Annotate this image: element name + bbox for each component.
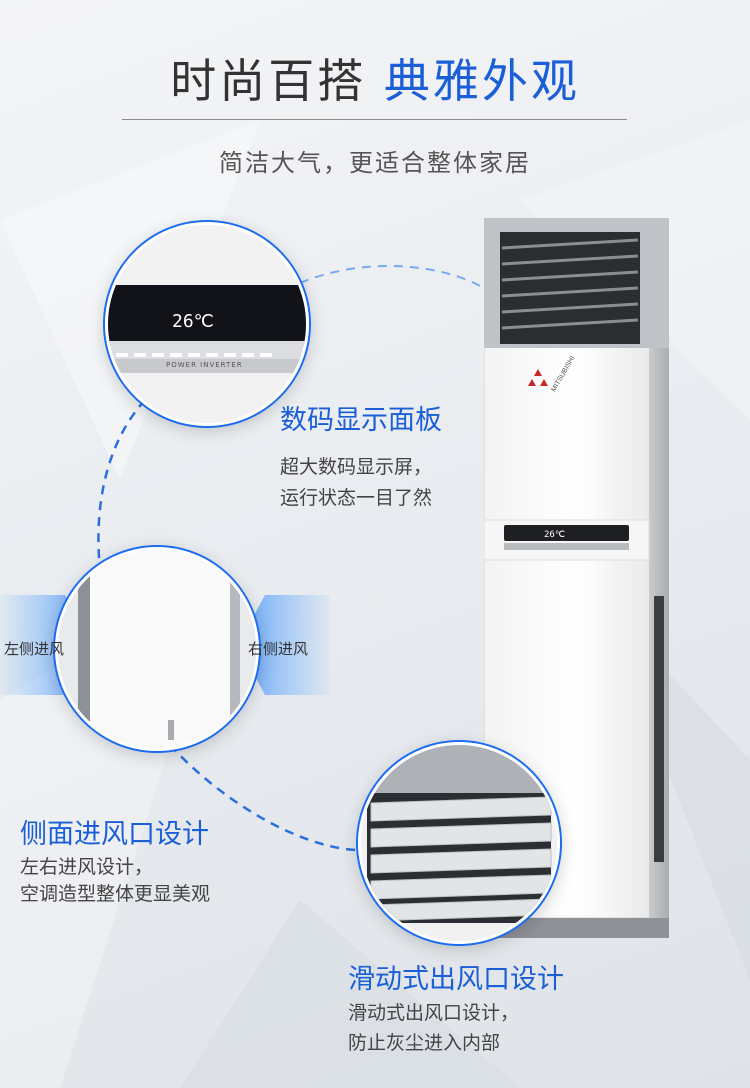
feature-sliding-outlet-desc-1: 滑动式出风口设计，: [348, 1002, 520, 1024]
display-panel-illustration: [108, 225, 306, 423]
feature-side-intake-desc-1: 左右进风设计，: [20, 856, 154, 878]
zoom-side-intake: [55, 547, 259, 751]
title-divider: [122, 119, 627, 120]
feature-display-title: 数码显示面板: [280, 405, 442, 436]
zoom-sliding-outlet: [358, 742, 560, 944]
right-intake-label: 右侧进风: [248, 640, 309, 658]
sliding-outlet-illustration: [361, 745, 557, 941]
page-subtitle: 简洁大气，更适合整体家居: [219, 149, 531, 177]
left-intake-label: 左侧进风: [4, 640, 65, 658]
feature-display-desc-1: 超大数码显示屏，: [280, 456, 433, 478]
page-title: 时尚百搭 典雅外观: [0, 45, 750, 111]
power-inverter-text: POWER INVERTER: [166, 361, 243, 369]
feature-side-intake-title: 侧面进风口设计: [20, 819, 209, 850]
title-highlight: 典雅外观: [383, 54, 580, 108]
zoom-display-panel: 26℃ POWER INVERTER: [105, 222, 309, 426]
svg-text:26℃: 26℃: [544, 530, 565, 540]
feature-display-desc-2: 运行状态一目了然: [280, 487, 433, 509]
side-intake-illustration: [58, 550, 256, 748]
display-temperature: 26℃: [172, 311, 214, 332]
feature-sliding-outlet-title: 滑动式出风口设计: [348, 964, 564, 995]
feature-side-intake-desc-2: 空调造型整体更显美观: [20, 883, 211, 905]
feature-sliding-outlet-desc-2: 防止灰尘进入内部: [348, 1032, 501, 1054]
title-plain: 时尚百搭: [170, 54, 384, 108]
